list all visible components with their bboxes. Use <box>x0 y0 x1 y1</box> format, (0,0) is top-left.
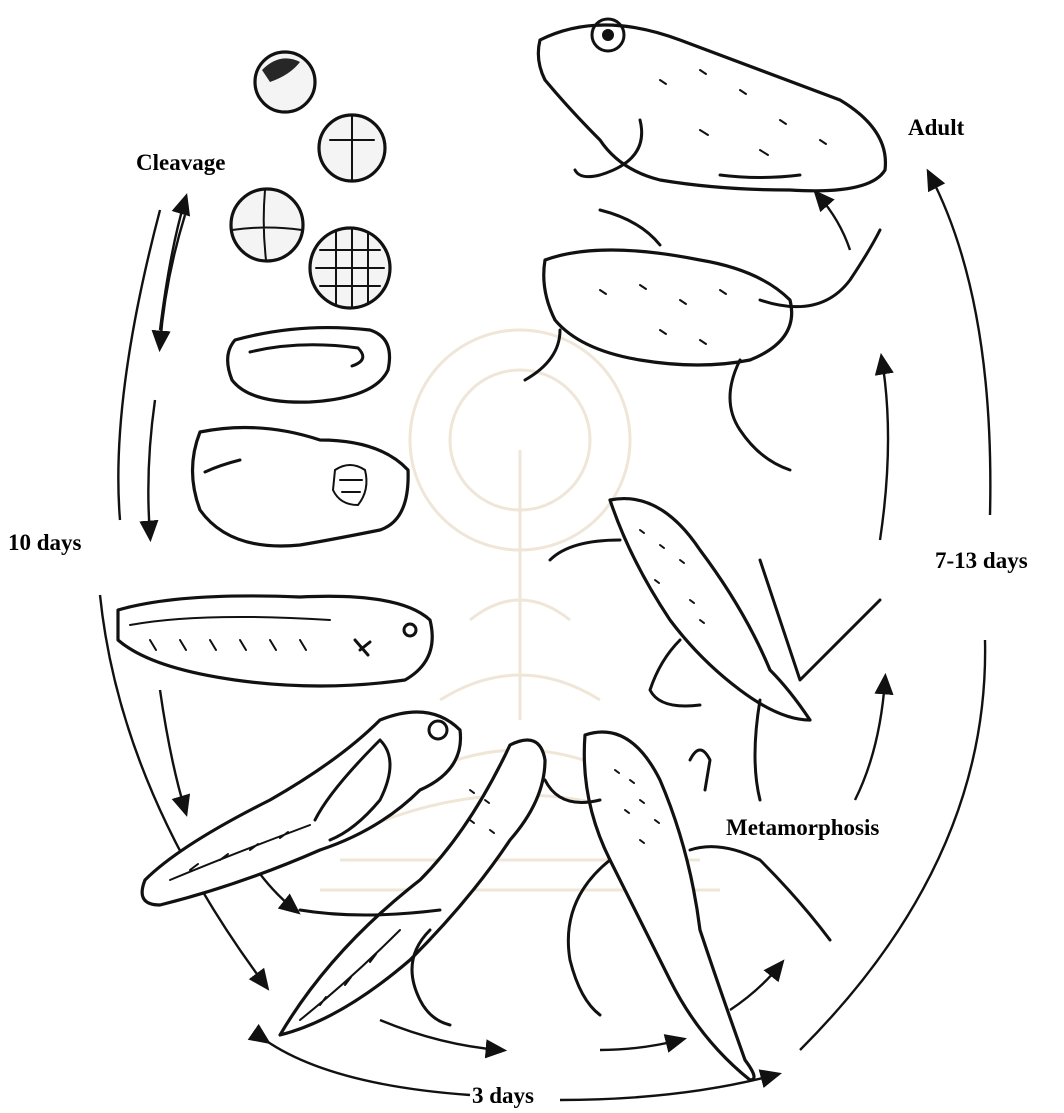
label-three-days: 3 days <box>472 1083 534 1109</box>
embryos <box>193 328 409 546</box>
cleavage-eggs <box>231 52 390 308</box>
label-ten-days: 10 days <box>8 530 82 556</box>
adult-frog <box>538 19 885 191</box>
left-inner-arrow-1 <box>160 215 185 345</box>
left-inner-arrow-3 <box>160 690 185 810</box>
bottom-inner-arrow-2 <box>600 1040 680 1050</box>
froglet-with-tail-1 <box>584 732 754 1080</box>
right-outer-arrow-lower <box>800 640 985 1050</box>
left-outer-arrow <box>118 210 160 520</box>
egg-four-cell <box>231 189 303 261</box>
bottom-inner-arrow-1 <box>380 1020 500 1050</box>
left-inner-arrow-2 <box>148 400 155 535</box>
label-adult: Adult <box>908 115 964 141</box>
metamorphosis-froglets <box>525 210 880 1080</box>
right-inner-arrow-3 <box>818 195 850 250</box>
label-seven-thirteen-days: 7-13 days <box>935 548 1028 574</box>
right-inner-arrow-1 <box>855 680 885 800</box>
embryo-tailbud <box>193 428 409 547</box>
bottom-inner-arrow-3 <box>730 965 780 1010</box>
label-metamorphosis: Metamorphosis <box>726 815 879 841</box>
froglet-with-tail-2 <box>610 499 810 720</box>
tadpole-hatchling <box>118 596 432 686</box>
tadpoles <box>118 596 545 1035</box>
embryo-neural <box>228 328 390 403</box>
tadpole-gilled <box>142 712 460 905</box>
right-inner-arrow-2 <box>880 360 888 540</box>
label-cleavage: Cleavage <box>136 150 225 176</box>
right-outer-arrow-upper <box>930 175 990 515</box>
